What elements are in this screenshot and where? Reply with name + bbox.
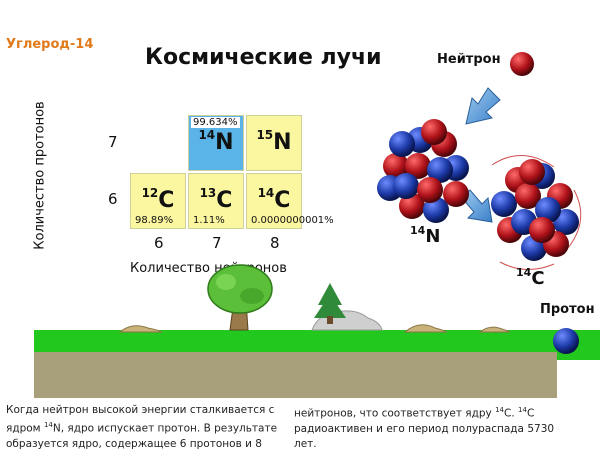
y-tick-6: 6 [108, 190, 118, 208]
isotope-abundance: 99.634% [191, 117, 240, 128]
grass-strip [34, 330, 600, 352]
rock [478, 326, 511, 333]
caption-left: Когда нейтрон высокой энергии сталкивает… [6, 404, 278, 450]
isotope-abundance: 1.11% [193, 215, 225, 226]
header-title: Углерод-14 [6, 37, 94, 52]
proton-particle [553, 328, 579, 354]
n14-label: 14N [410, 224, 441, 247]
soil [34, 350, 557, 398]
caption-right: нейтронов, что соответствует ядру 14C. 1… [294, 406, 555, 450]
isotope-symbol: 15N [256, 128, 292, 155]
neutron-label: Нейтрон [437, 52, 501, 67]
c14-label: 14C [516, 266, 545, 289]
isotope-cell-13c: 13C 1.11% [188, 173, 244, 229]
isotope-cell-14c: 14C 0.0000000001% [246, 173, 334, 229]
rock [118, 325, 163, 333]
arrow-to-c14 [461, 189, 493, 223]
isotope-cell-12c: 12C 98.89% [130, 173, 186, 229]
main-title: Космические лучи [145, 45, 382, 70]
rock [403, 324, 448, 333]
isotope-abundance: 98.89% [135, 215, 174, 226]
neutron-particle [510, 52, 534, 76]
x-tick-6: 6 [154, 234, 164, 252]
y-tick-7: 7 [108, 133, 118, 151]
isotope-symbol: 12C [141, 186, 175, 213]
isotope-symbol: 14C [257, 186, 291, 213]
proton-label: Протон [540, 302, 595, 317]
isotope-abundance: 0.0000000001% [251, 215, 334, 226]
isotope-cell-15n: 15N [246, 115, 302, 171]
n14-nucleus [377, 119, 469, 223]
x-tick-8: 8 [270, 234, 280, 252]
isotope-symbol: 14N [198, 128, 234, 155]
tree-crown [207, 264, 273, 314]
c14-nucleus [491, 155, 582, 270]
arrow-to-nucleus [465, 87, 501, 125]
isotope-symbol: 13C [199, 186, 233, 213]
x-tick-7: 7 [212, 234, 222, 252]
